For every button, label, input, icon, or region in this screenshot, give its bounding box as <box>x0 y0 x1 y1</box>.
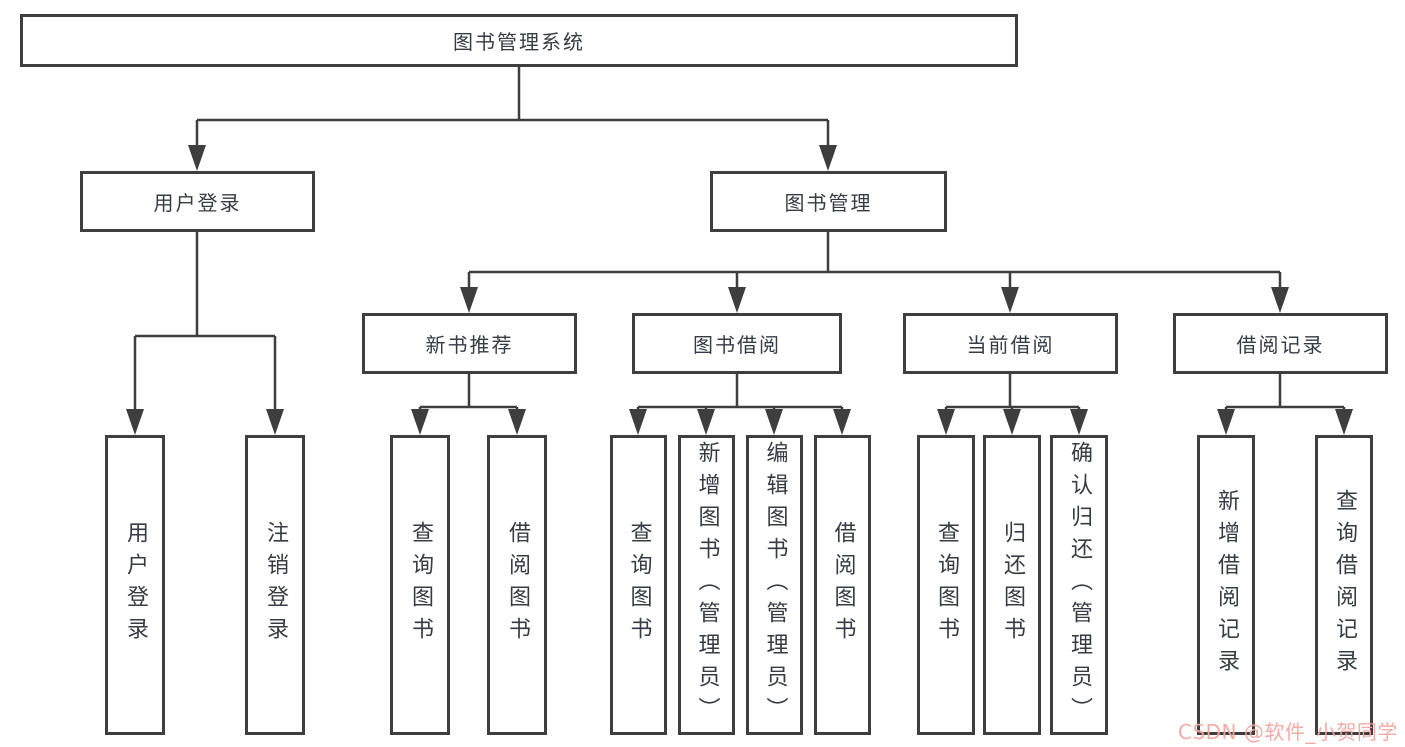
leaf-logout: 注销登录 <box>245 435 305 735</box>
leaf-borrow-edit-books-admin: 编辑图书（管理员） <box>746 435 803 735</box>
edge-book-borrow-children <box>636 374 844 416</box>
leaf-borrow-borrow-books: 借阅图书 <box>814 435 871 735</box>
connector-edges <box>133 67 1346 416</box>
leaf-rec-query-books: 查询图书 <box>390 435 450 735</box>
node-current-borrowing: 当前借阅 <box>903 313 1118 374</box>
leaf-current-confirm-return-admin: 确认归还（管理员） <box>1050 435 1108 735</box>
edge-new-book-rec-children <box>418 374 519 416</box>
leaf-records-add-record: 新增借阅记录 <box>1197 435 1255 735</box>
edge-borrow-record-children <box>1224 374 1346 416</box>
leaf-borrow-query-books: 查询图书 <box>610 435 667 735</box>
leaf-current-return-books: 归还图书 <box>983 435 1041 735</box>
node-book-borrowing: 图书借阅 <box>632 313 842 374</box>
csdn-watermark: CSDN @软件_小贺同学 <box>1178 720 1398 744</box>
node-user-login: 用户登录 <box>80 171 315 232</box>
leaf-records-query-record: 查询借阅记录 <box>1315 435 1373 735</box>
edge-user-login-children <box>133 232 277 414</box>
leaf-current-query-books: 查询图书 <box>917 435 975 735</box>
node-new-book-recommend: 新书推荐 <box>362 313 577 374</box>
leaf-user-login: 用户登录 <box>105 435 165 735</box>
node-library-management-system: 图书管理系统 <box>20 14 1018 67</box>
leaf-rec-borrow-books: 借阅图书 <box>487 435 547 735</box>
node-book-management: 图书管理 <box>710 171 947 232</box>
leaf-borrow-add-books-admin: 新增图书（管理员） <box>678 435 735 735</box>
node-borrowing-records: 借阅记录 <box>1173 313 1388 374</box>
edge-root-to-level2 <box>195 67 830 152</box>
edge-book-mgmt-children <box>467 232 1282 295</box>
arrowheads <box>126 145 1353 435</box>
